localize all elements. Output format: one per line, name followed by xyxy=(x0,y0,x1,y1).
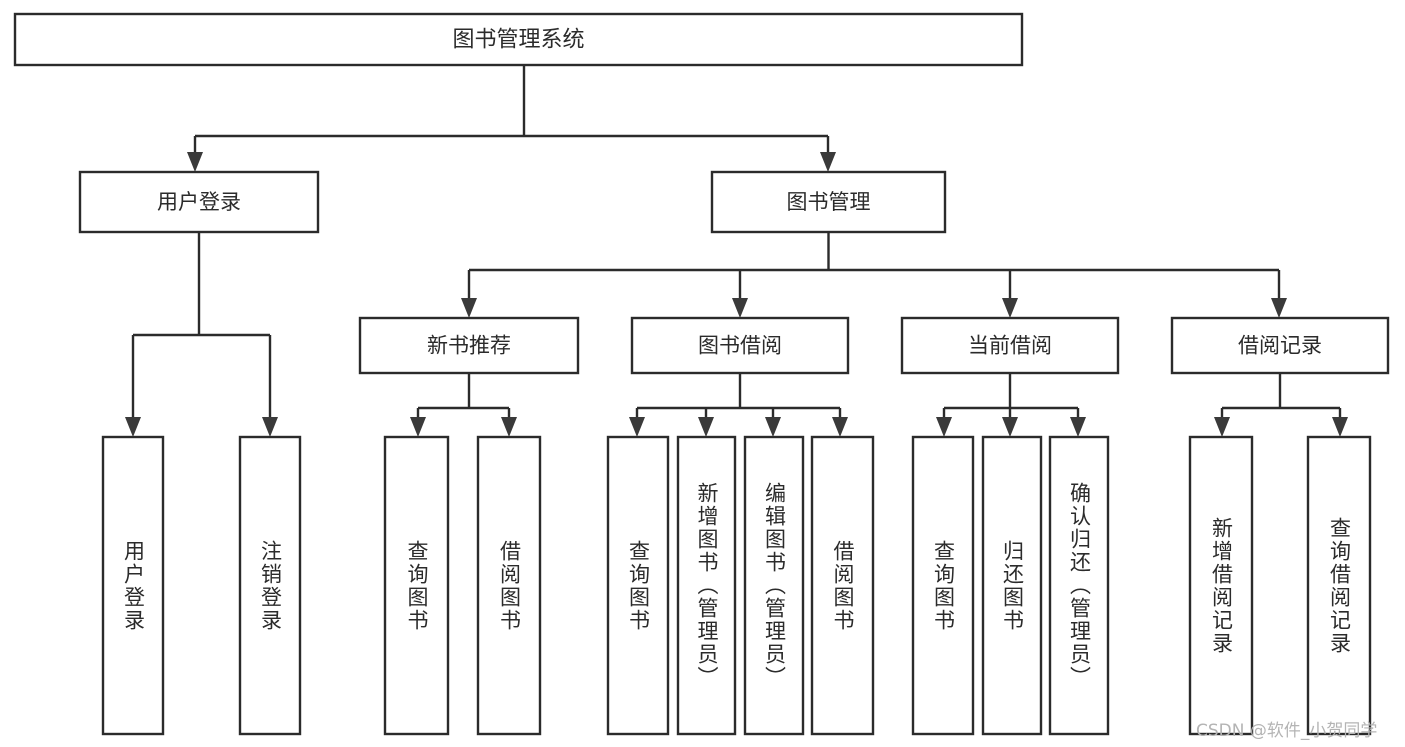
node-leaf-0 xyxy=(101,435,165,736)
node-leaf-6 xyxy=(743,435,805,736)
node-root-label: 图书管理系统 xyxy=(452,28,584,53)
node-root-rect[interactable] xyxy=(13,12,1024,67)
node-leaf-0-rect[interactable] xyxy=(101,435,165,736)
arrow-to-leaf-12 xyxy=(1332,417,1348,437)
arrow-to-leaf-0 xyxy=(125,417,141,437)
arrow-to-level3-2 xyxy=(1002,298,1018,318)
arrow-to-leaf-7 xyxy=(832,417,848,437)
arrow-to-leaf-10 xyxy=(1070,417,1086,437)
node-level2-1 xyxy=(710,170,947,234)
node-level3-1-rect[interactable] xyxy=(630,316,850,375)
node-leaf-1-rect[interactable] xyxy=(238,435,302,736)
node-leaf-12 xyxy=(1306,435,1372,736)
arrow-to-leaf-4 xyxy=(629,417,645,437)
node-level2-0-label: 用户登录 xyxy=(157,190,241,214)
connectors-layer xyxy=(125,65,1348,437)
node-leaf-10-rect[interactable] xyxy=(1048,435,1110,736)
arrow-to-level2-1 xyxy=(820,152,836,172)
arrow-to-leaf-3 xyxy=(501,417,517,437)
node-level2-0 xyxy=(78,170,320,234)
arrow-to-leaf-1 xyxy=(262,417,278,437)
node-leaf-12-rect[interactable] xyxy=(1306,435,1372,736)
node-leaf-8-rect[interactable] xyxy=(911,435,975,736)
watermark: CSDN @软件_小贺同学 xyxy=(1196,721,1378,741)
node-leaf-10 xyxy=(1048,435,1110,736)
node-leaf-4 xyxy=(606,435,670,736)
node-leaf-7-rect[interactable] xyxy=(810,435,875,736)
arrow-to-leaf-11 xyxy=(1214,417,1230,437)
node-level3-3-label: 借阅记录 xyxy=(1238,334,1322,358)
node-root xyxy=(13,12,1024,67)
node-leaf-4-rect[interactable] xyxy=(606,435,670,736)
node-leaf-9-rect[interactable] xyxy=(981,435,1043,736)
node-level3-2 xyxy=(900,316,1120,375)
arrow-to-leaf-5 xyxy=(698,417,714,437)
arrow-to-leaf-6 xyxy=(765,417,781,437)
node-leaf-9 xyxy=(981,435,1043,736)
node-level2-1-rect[interactable] xyxy=(710,170,947,234)
node-level3-3-rect[interactable] xyxy=(1170,316,1390,375)
node-level2-1-label: 图书管理 xyxy=(787,190,871,214)
node-level3-0-label: 新书推荐 xyxy=(427,334,511,358)
node-level3-1 xyxy=(630,316,850,375)
node-leaf-6-rect[interactable] xyxy=(743,435,805,736)
node-level3-3 xyxy=(1170,316,1390,375)
arrow-to-level3-3 xyxy=(1271,298,1287,318)
node-level3-2-rect[interactable] xyxy=(900,316,1120,375)
arrow-to-leaf-8 xyxy=(936,417,952,437)
node-leaf-3 xyxy=(476,435,542,736)
node-leaf-2 xyxy=(383,435,450,736)
node-leaf-3-rect[interactable] xyxy=(476,435,542,736)
node-level2-0-rect[interactable] xyxy=(78,170,320,234)
node-leaf-2-rect[interactable] xyxy=(383,435,450,736)
arrow-to-leaf-9 xyxy=(1002,417,1018,437)
node-leaf-7 xyxy=(810,435,875,736)
node-leaf-1 xyxy=(238,435,302,736)
arrow-to-leaf-2 xyxy=(410,417,426,437)
node-level3-0-rect[interactable] xyxy=(358,316,580,375)
node-leaf-8 xyxy=(911,435,975,736)
boxes-layer xyxy=(13,12,1390,736)
node-level3-0 xyxy=(358,316,580,375)
node-leaf-5 xyxy=(676,435,737,736)
node-leaf-11-rect[interactable] xyxy=(1188,435,1254,736)
node-leaf-11 xyxy=(1188,435,1254,736)
arrow-to-level2-0 xyxy=(187,152,203,172)
arrow-to-level3-0 xyxy=(461,298,477,318)
node-leaf-5-rect[interactable] xyxy=(676,435,737,736)
node-level3-2-label: 当前借阅 xyxy=(968,334,1052,358)
arrow-to-level3-1 xyxy=(732,298,748,318)
node-level3-1-label: 图书借阅 xyxy=(698,334,782,358)
